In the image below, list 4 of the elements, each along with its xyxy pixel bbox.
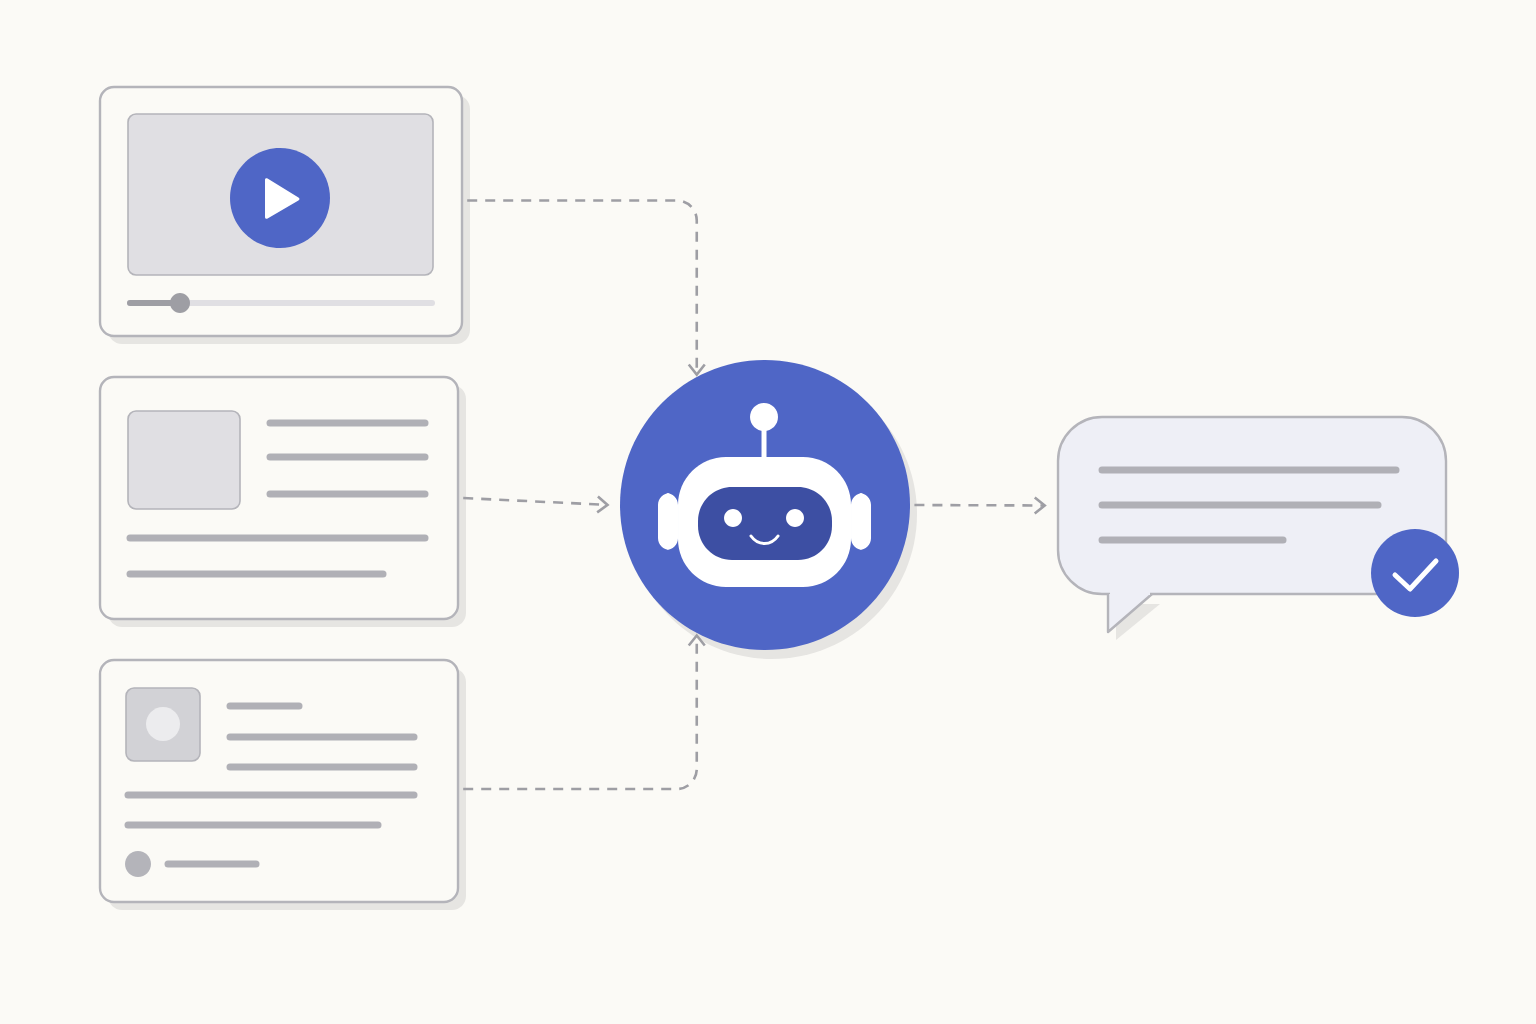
arrow <box>463 495 610 514</box>
arrow <box>467 199 706 377</box>
arrow <box>914 496 1047 515</box>
arrow <box>463 633 706 791</box>
